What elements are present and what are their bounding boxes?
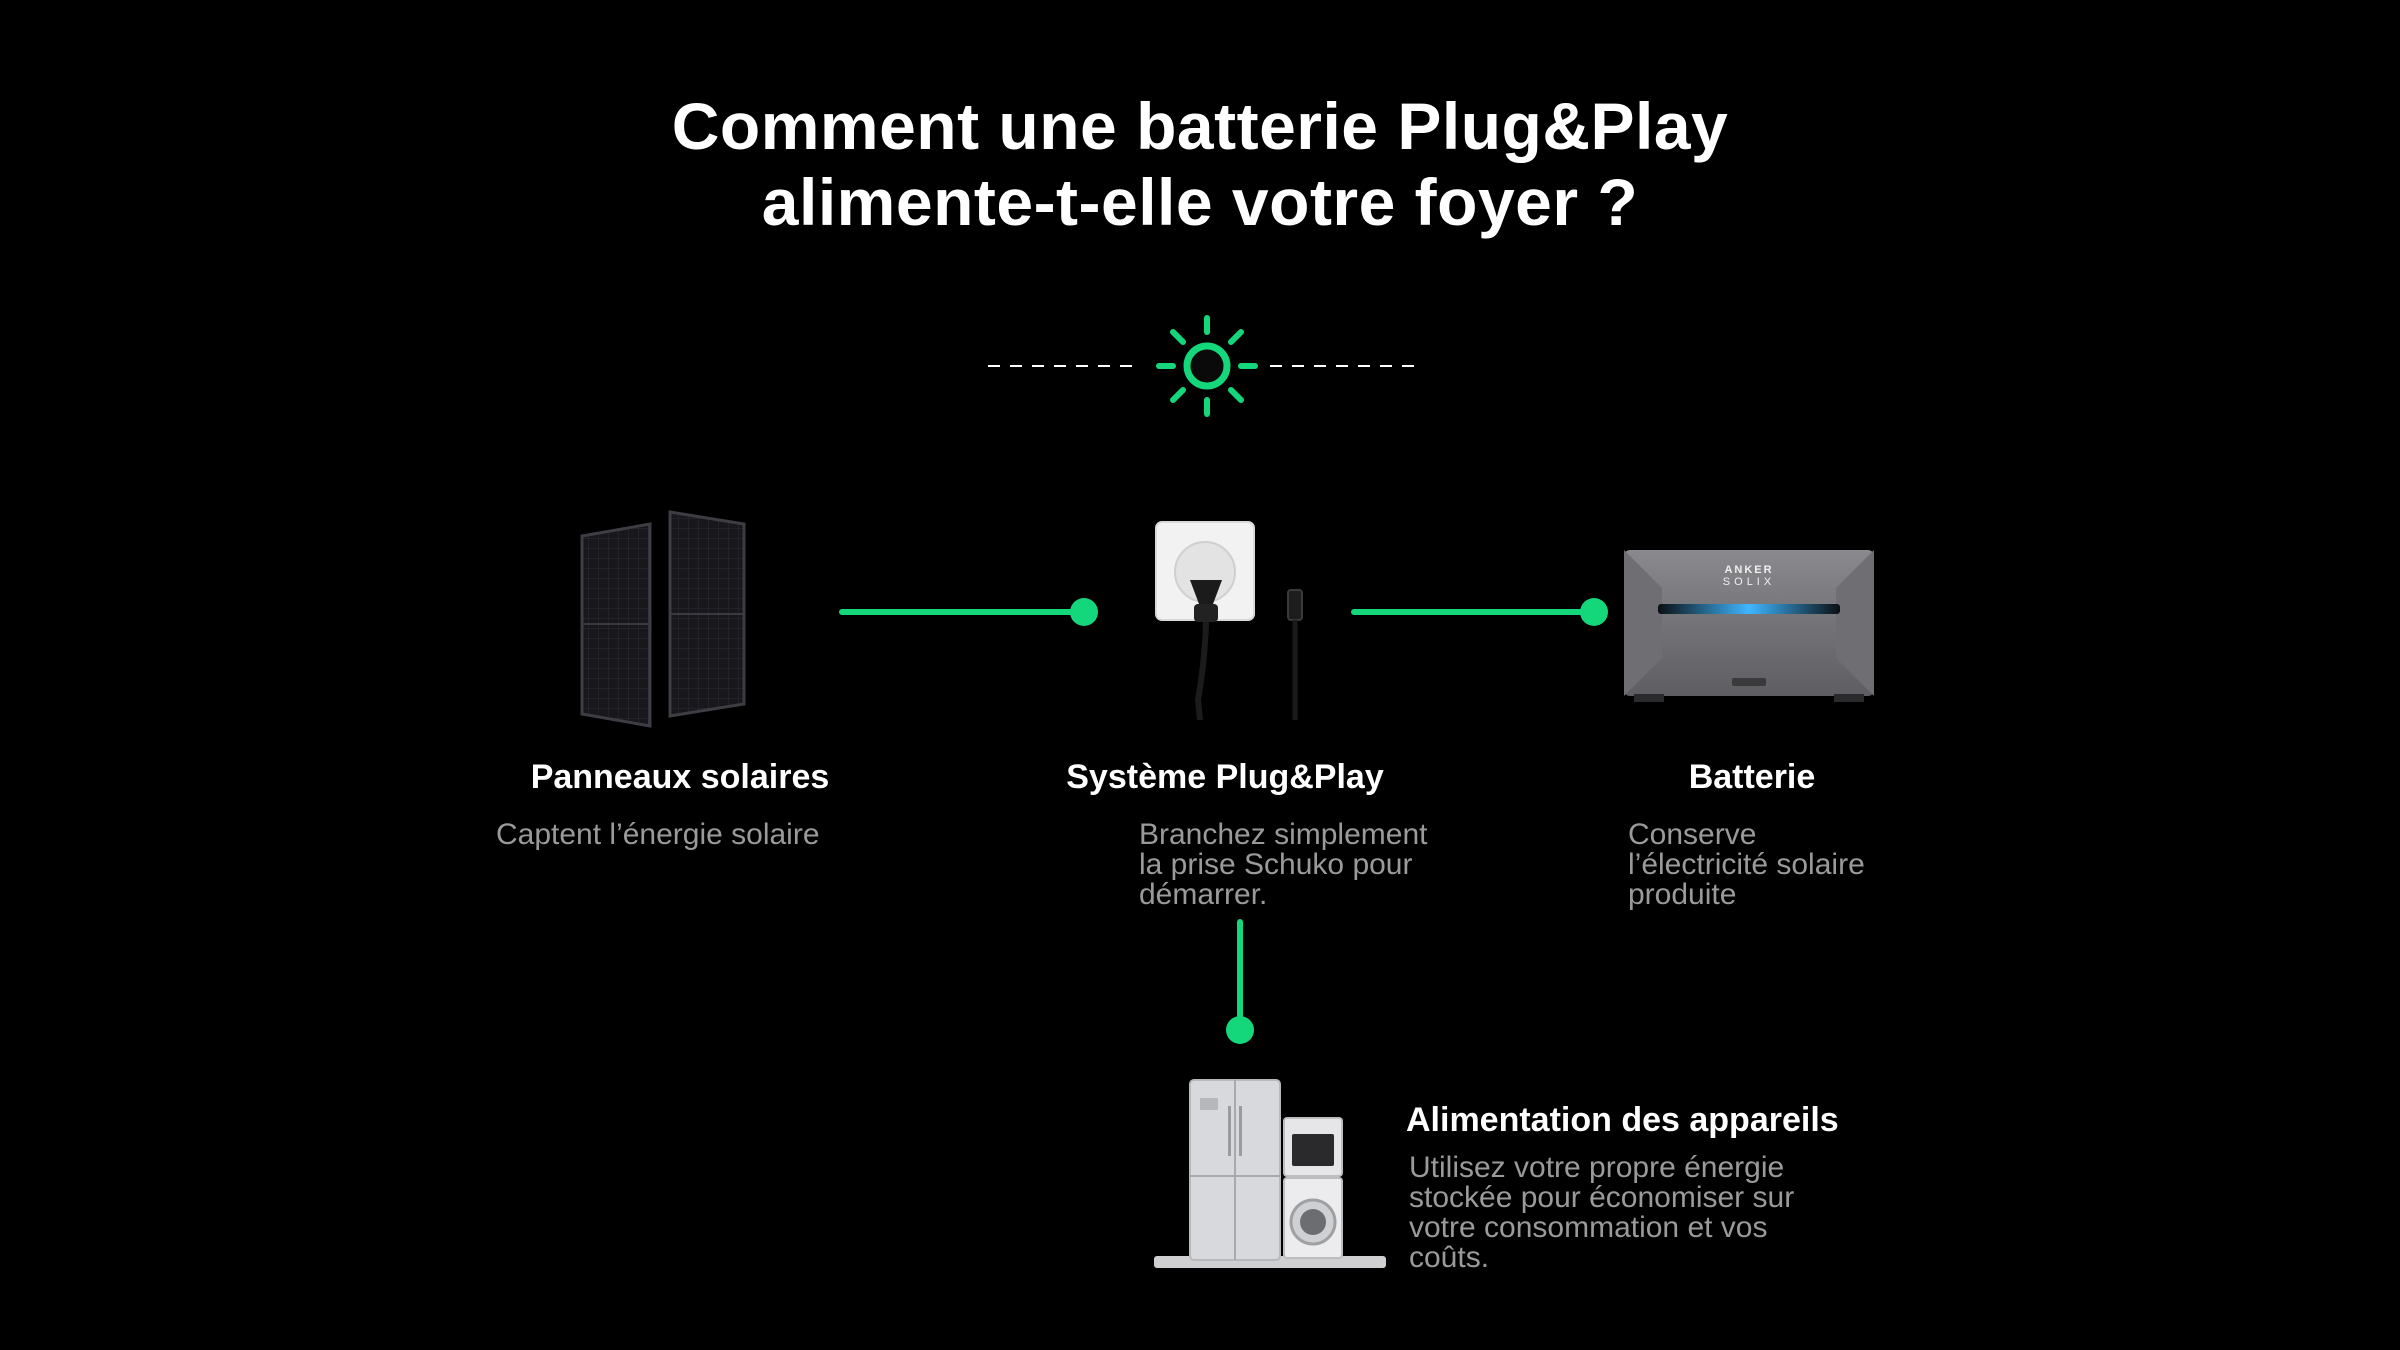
appliances-desc-line-2: stockée pour économiser sur bbox=[1409, 1181, 1795, 1214]
page-title: Comment une batterie Plug&Play alimente-… bbox=[0, 88, 2400, 240]
appliances-desc-line-4: coûts. bbox=[1409, 1241, 1490, 1274]
appliances-desc: Utilisez votre propre énergie stockée po… bbox=[1409, 1153, 1794, 1273]
solar-panels-image bbox=[580, 510, 746, 728]
solar-desc: Captent l’énergie solaire bbox=[496, 820, 820, 850]
battery-brand-line-2: SOLIX bbox=[1722, 576, 1776, 588]
plug-desc-line-2: la prise Schuko pour bbox=[1139, 848, 1413, 881]
connector-plug-battery bbox=[1351, 598, 1608, 626]
appliances-desc-line-3: votre consommation et vos bbox=[1409, 1211, 1768, 1244]
title-line-1: Comment une batterie Plug&Play bbox=[671, 89, 1729, 163]
solar-title: Panneaux solaires bbox=[530, 758, 830, 796]
connector-solar-plug bbox=[839, 598, 1098, 626]
solar-desc-line-1: Captent l’énergie solaire bbox=[496, 818, 820, 851]
appliances-title: Alimentation des appareils bbox=[1406, 1101, 1839, 1139]
plug-desc-line-3: démarrer. bbox=[1139, 878, 1268, 911]
battery-desc: Conserve l’électricité solaire produite bbox=[1628, 820, 1865, 910]
plug-title: Système Plug&Play bbox=[1066, 758, 1384, 796]
sun-icon bbox=[988, 315, 1424, 417]
battery-desc-line-1: Conserve bbox=[1628, 818, 1757, 851]
title-line-2: alimente-t-elle votre foyer ? bbox=[761, 165, 1639, 239]
battery-desc-line-2: l’électricité solaire bbox=[1628, 848, 1865, 881]
home-appliances-image bbox=[1154, 1079, 1386, 1268]
battery-desc-line-3: produite bbox=[1628, 878, 1737, 911]
battery-brand: ANKER SOLIX bbox=[1622, 564, 1876, 588]
connector-plug-appliances bbox=[1226, 919, 1254, 1044]
battery-image: ANKER SOLIX bbox=[1622, 548, 1876, 702]
appliances-desc-line-1: Utilisez votre propre énergie bbox=[1409, 1151, 1785, 1184]
battery-title: Batterie bbox=[1688, 758, 1816, 796]
plug-desc: Branchez simplement la prise Schuko pour… bbox=[1139, 820, 1427, 910]
schuko-plug-image bbox=[1155, 521, 1303, 721]
battery-brand-line-1: ANKER bbox=[1724, 564, 1774, 576]
plug-desc-line-1: Branchez simplement bbox=[1139, 818, 1428, 851]
